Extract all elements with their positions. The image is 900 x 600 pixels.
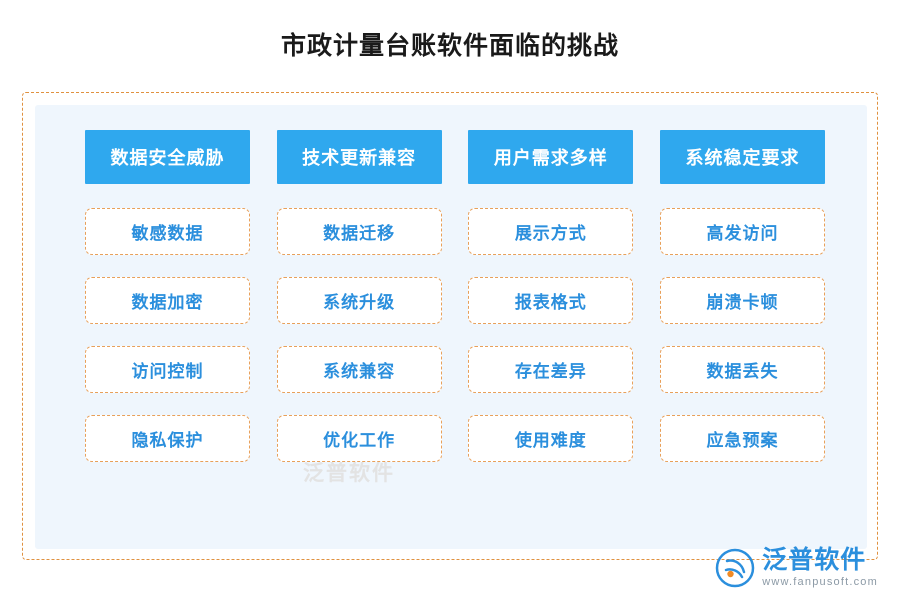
column-data-security: 数据安全威胁 敏感数据 数据加密 访问控制 隐私保护 [85,130,250,462]
fanpu-logo-icon [715,548,755,588]
brand-name: 泛普软件 [762,546,867,574]
brand-domain: www.fanpusoft.com [762,576,878,588]
column-items: 敏感数据 数据加密 访问控制 隐私保护 [85,208,250,462]
list-item[interactable]: 应急预案 [659,415,825,462]
columns-container: 数据安全威胁 敏感数据 数据加密 访问控制 隐私保护 技术更新兼容 数据迁移 系… [85,130,825,462]
list-item[interactable]: 崩溃卡顿 [659,277,825,324]
outer-dashed-frame: 泛普软件 数据安全威胁 敏感数据 数据加密 访问控制 隐私保护 技术更新兼容 数… [22,92,878,560]
list-item[interactable]: 高发访问 [659,208,825,255]
list-item[interactable]: 存在差异 [468,346,634,393]
page-title: 市政计量台账软件面临的挑战 [280,32,619,60]
column-header: 系统稳定要求 [659,130,825,184]
list-item[interactable]: 展示方式 [468,208,634,255]
inner-panel: 泛普软件 数据安全威胁 敏感数据 数据加密 访问控制 隐私保护 技术更新兼容 数… [35,105,867,549]
list-item[interactable]: 数据迁移 [276,208,442,255]
column-header: 用户需求多样 [468,130,634,184]
list-item[interactable]: 系统升级 [276,277,442,324]
column-tech-compatibility: 技术更新兼容 数据迁移 系统升级 系统兼容 优化工作 [276,130,442,462]
list-item[interactable]: 数据加密 [85,277,250,324]
list-item[interactable]: 数据丢失 [659,346,825,393]
column-system-stability: 系统稳定要求 高发访问 崩溃卡顿 数据丢失 应急预案 [659,130,825,462]
column-items: 高发访问 崩溃卡顿 数据丢失 应急预案 [659,208,825,462]
brand-logo: 泛普软件 www.fanpusoft.com [715,548,878,588]
list-item[interactable]: 报表格式 [468,277,634,324]
list-item[interactable]: 优化工作 [276,415,442,462]
column-items: 展示方式 报表格式 存在差异 使用难度 [468,208,634,462]
list-item[interactable]: 使用难度 [468,415,634,462]
list-item[interactable]: 敏感数据 [85,208,250,255]
column-header: 数据安全威胁 [85,130,250,184]
brand-text: 泛普软件 www.fanpusoft.com [762,548,878,588]
column-items: 数据迁移 系统升级 系统兼容 优化工作 [276,208,442,462]
list-item[interactable]: 系统兼容 [276,346,442,393]
column-user-needs: 用户需求多样 展示方式 报表格式 存在差异 使用难度 [468,130,634,462]
column-header: 技术更新兼容 [276,130,442,184]
list-item[interactable]: 访问控制 [85,346,250,393]
list-item[interactable]: 隐私保护 [85,415,250,462]
